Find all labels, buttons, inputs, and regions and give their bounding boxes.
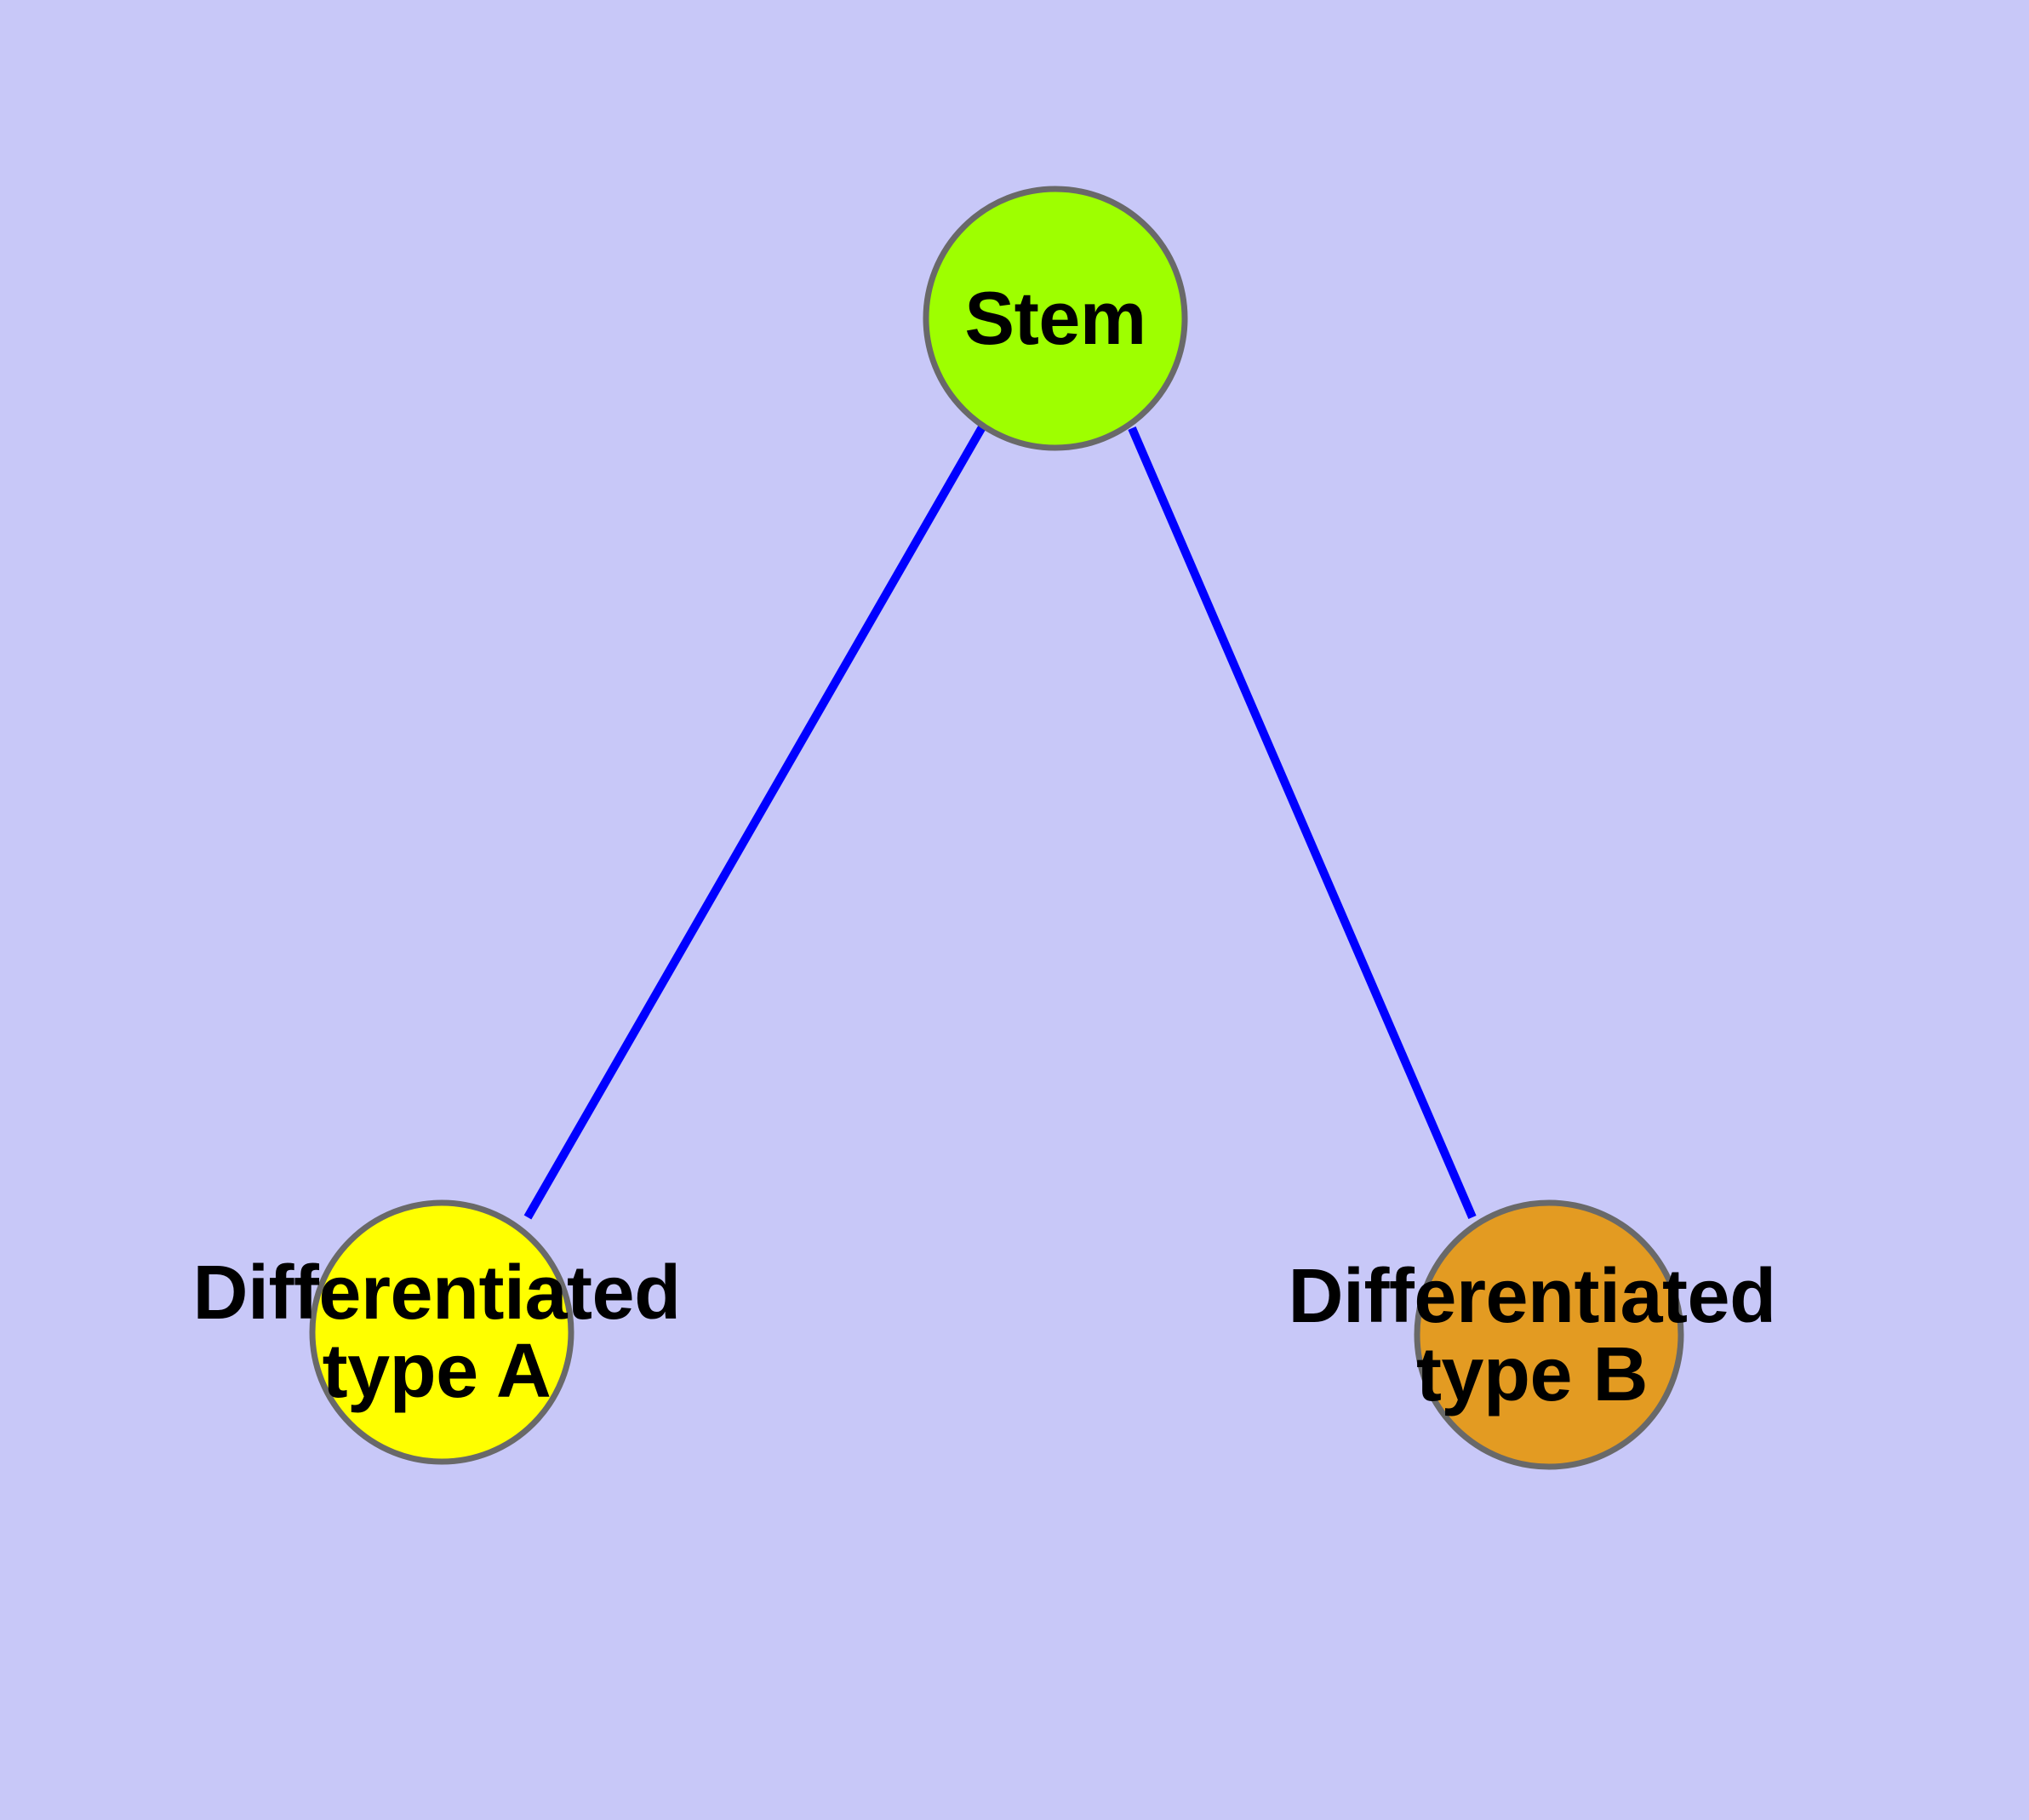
edge-stem-to-diff-a[interactable] — [523, 423, 987, 1220]
node-differentiated-type-a[interactable] — [309, 1199, 574, 1465]
nodes-layer — [309, 186, 1684, 1470]
node-differentiated-type-b[interactable] — [1414, 1199, 1684, 1470]
node-stem[interactable] — [923, 186, 1188, 451]
edges-layer — [523, 423, 1477, 1220]
edge-stem-to-diff-b[interactable] — [1128, 426, 1477, 1219]
